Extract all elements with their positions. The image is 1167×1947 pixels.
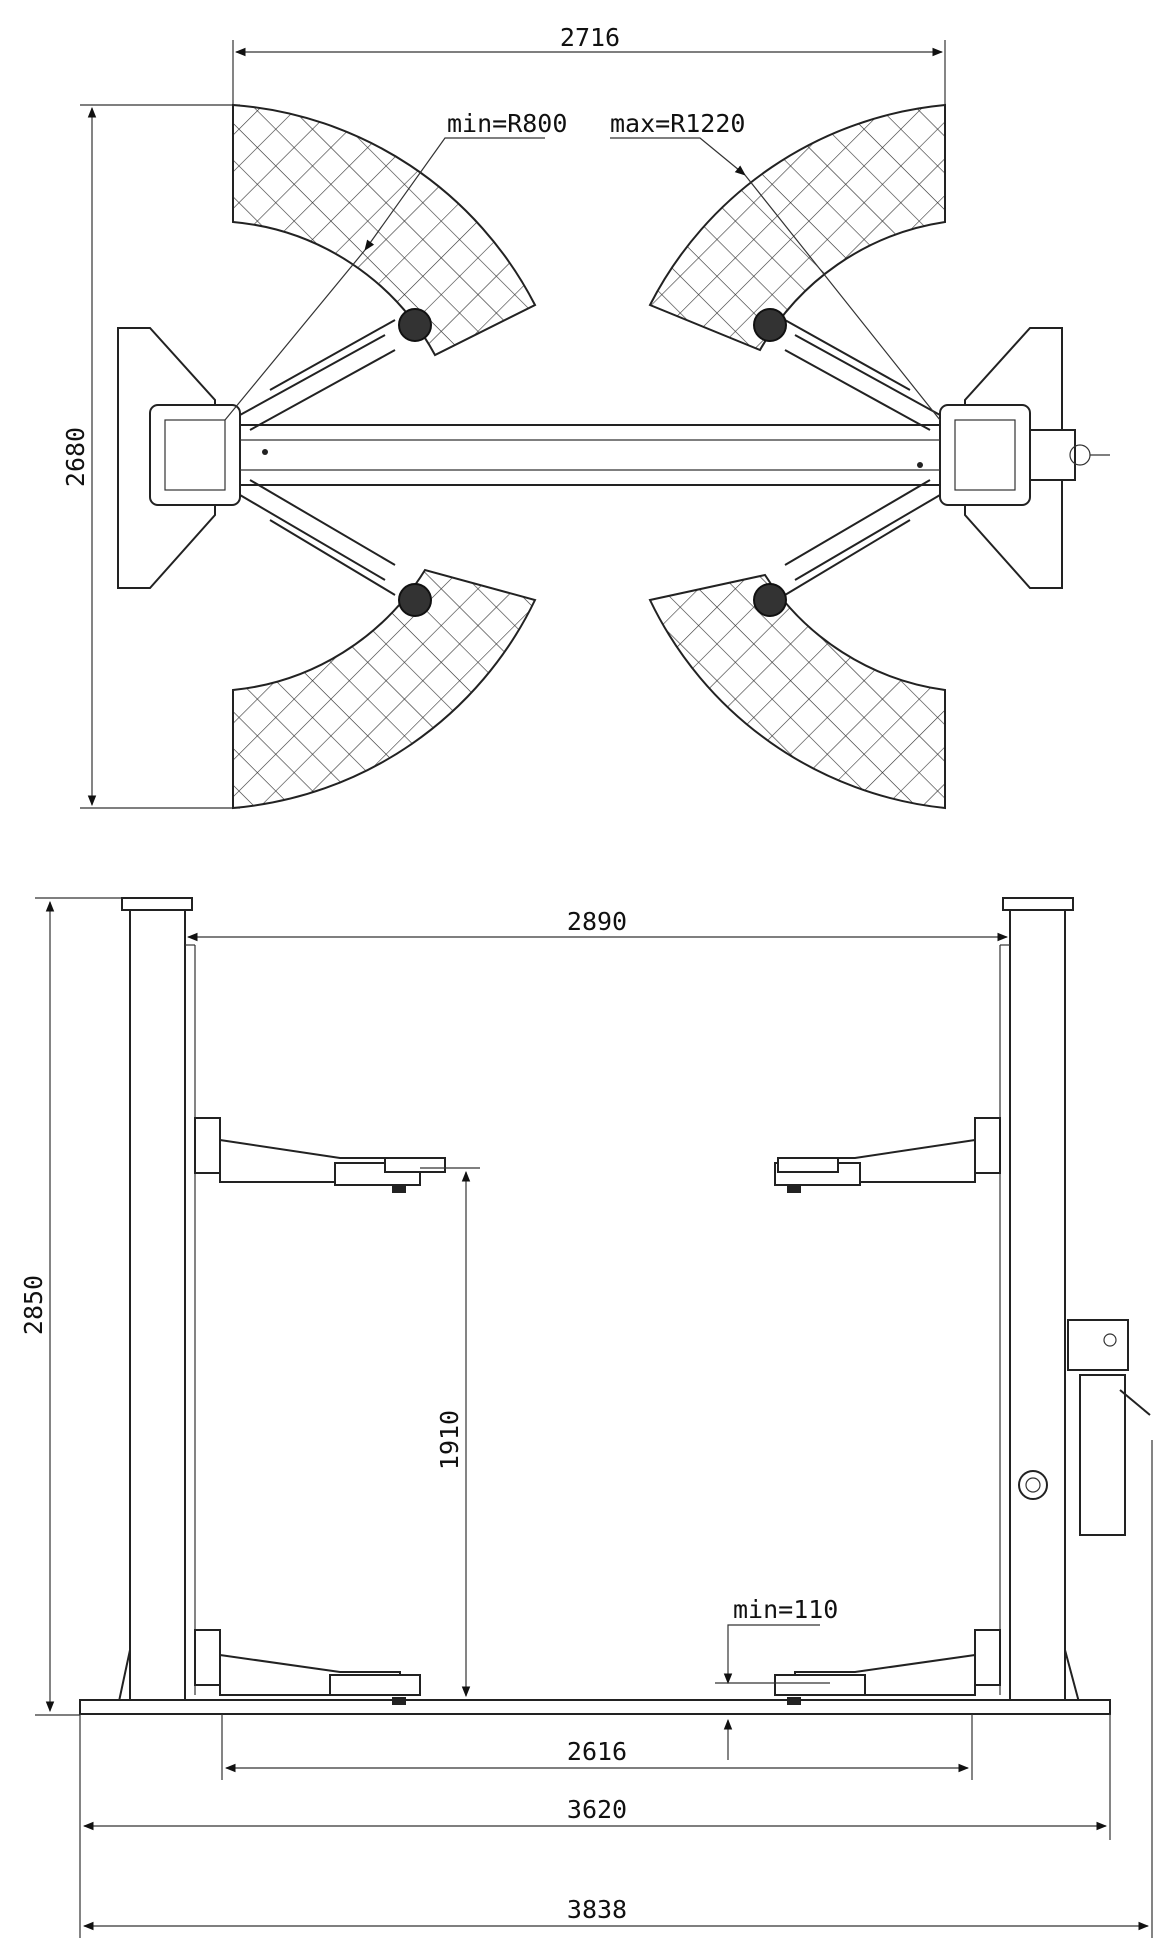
overall-width-label: 3838	[567, 1895, 627, 1924]
lift-height-label: 1910	[435, 1410, 464, 1470]
arm-bottom-left	[239, 479, 432, 617]
overhead-beam	[239, 424, 941, 486]
top-width-label: 2716	[560, 23, 620, 52]
max-radius-label: max=R1220	[610, 109, 745, 138]
power-unit-top	[1029, 429, 1076, 481]
lowered-arm-left	[194, 1629, 421, 1705]
arm-top-left	[239, 308, 432, 431]
hydraulic-power-unit	[1018, 1319, 1151, 1536]
drive-through-label: 2616	[567, 1737, 627, 1766]
floor-base	[79, 1699, 1111, 1715]
raised-arm-left	[194, 1117, 446, 1193]
sweep-zone-bottom-left	[232, 568, 537, 810]
base-width-label: 3620	[567, 1795, 627, 1824]
total-height-label: 2850	[19, 1275, 48, 1335]
min-radius-label: min=R800	[447, 109, 567, 138]
inner-width-label: 2890	[567, 907, 627, 936]
min-pad-height-label: min=110	[733, 1595, 838, 1624]
min-radius-leader	[364, 137, 545, 251]
raised-arm-right	[774, 1117, 1001, 1193]
sweep-zone-bottom-right	[648, 573, 946, 810]
top-view: 2716 2680 min=R800 max=R1220	[61, 23, 1110, 810]
right-column	[1009, 897, 1066, 1707]
top-depth-label: 2680	[61, 427, 90, 487]
arm-top-right	[753, 308, 941, 431]
lowered-arm-right	[774, 1629, 1001, 1705]
max-radius-leader	[610, 137, 746, 176]
sweep-zone-top-right	[648, 103, 946, 352]
front-view: 2890 2850 1910 min=110 2616 3620 3838	[19, 897, 1153, 1938]
sweep-zone-top-left	[232, 103, 537, 357]
left-column	[129, 897, 186, 1707]
arm-bottom-right	[753, 479, 941, 617]
